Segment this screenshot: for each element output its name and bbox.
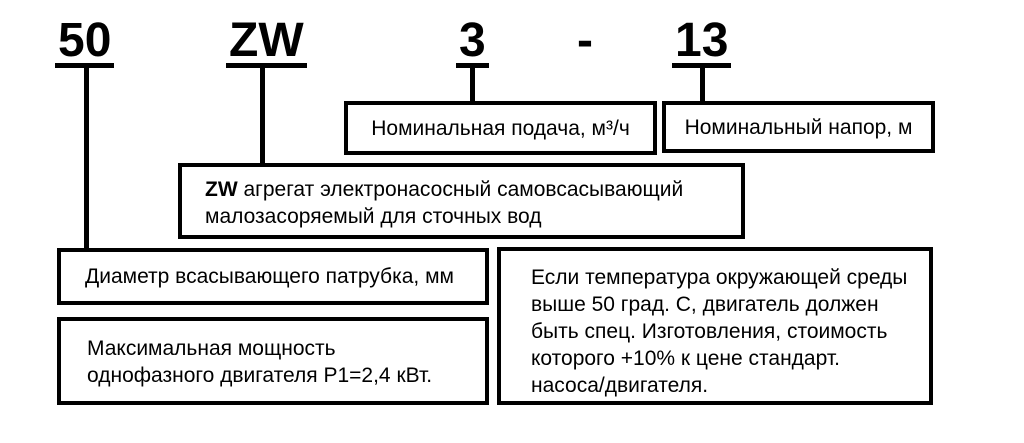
connector-line-head [700, 68, 705, 102]
connector-line-size [84, 68, 89, 249]
callout-series-code: ZW [205, 178, 238, 201]
callout-nominal-head: Номинальный напор, м [662, 101, 935, 153]
callout-nominal-flow-label: Номинальная подача, м³/ч [371, 116, 630, 140]
connector-line-flow [470, 68, 475, 102]
callout-nominal-flow: Номинальная подача, м³/ч [344, 101, 657, 155]
code-series: ZW [226, 17, 307, 68]
callout-nominal-head-label: Номинальный напор, м [684, 115, 913, 139]
callout-series-description: ZW агрегат электронасосный самовсасывающ… [178, 163, 745, 239]
callout-series-text: агрегат электронасосный самовсасывающий … [205, 178, 684, 228]
callout-max-power-label: Максимальная мощность однофазного двигат… [87, 337, 433, 387]
callout-temperature-note: Если температура окружающей среды выше 5… [497, 247, 933, 405]
callout-max-power: Максимальная мощность однофазного двигат… [57, 317, 489, 405]
callout-temperature-note-label: Если температура окружающей среды выше 5… [531, 266, 908, 397]
callout-suction-diameter-label: Диаметр всасывающего патрубка, мм [85, 265, 454, 288]
code-head-value: 13 [672, 17, 732, 68]
code-flow-value: 3 [456, 17, 489, 68]
code-separator: - [577, 14, 593, 67]
code-suction-size: 50 [55, 17, 115, 68]
connector-line-series [260, 68, 265, 164]
callout-suction-diameter: Диаметр всасывающего патрубка, мм [57, 248, 489, 305]
